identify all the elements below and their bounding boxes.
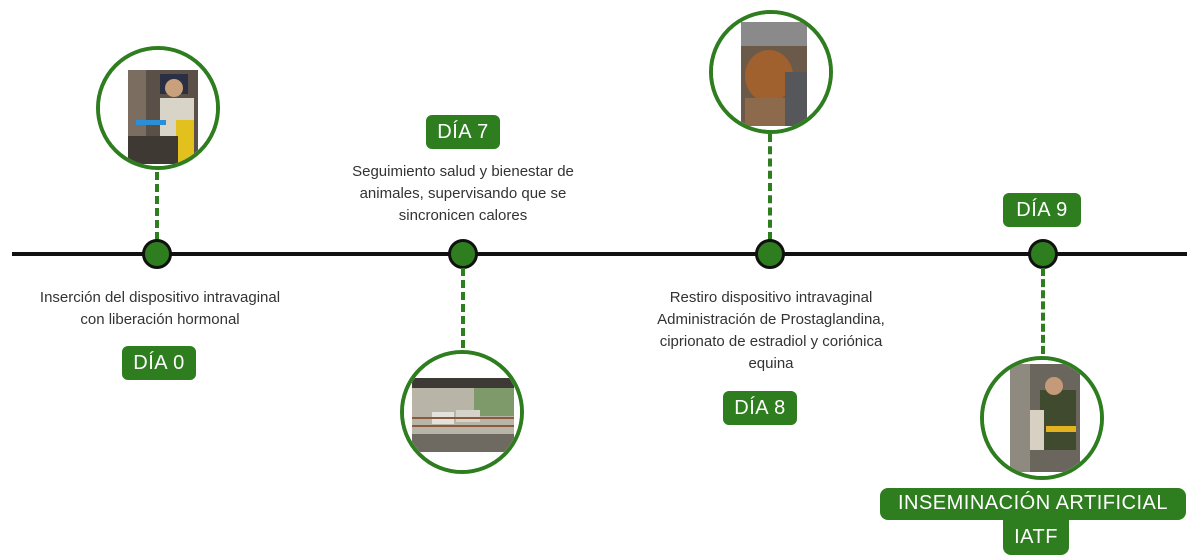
connector-dia-8 — [768, 134, 772, 240]
description-line: con liberación hormonal — [80, 311, 240, 328]
description-dia-8: Restiro dispositivo intravaginal Adminis… — [618, 287, 924, 375]
photo-dia-9 — [980, 356, 1104, 480]
final-label-line-1: INSEMINACIÓN ARTIFICIAL — [897, 492, 1169, 514]
photo-dia-0 — [96, 46, 220, 170]
day-badge-8: DÍA 8 — [723, 391, 797, 425]
day-badge-0: DÍA 0 — [122, 346, 196, 380]
timeline-marker-dia-8 — [755, 239, 785, 269]
description-line: Inserción del dispositivo intravaginal — [39, 289, 281, 306]
description-dia-0: Inserción del dispositivo intravaginal c… — [12, 287, 308, 331]
description-line: Administración de Prostaglandina, — [657, 311, 885, 328]
description-line: animales, supervisando que se — [359, 185, 567, 202]
photo-dia-8 — [709, 10, 833, 134]
connector-dia-0 — [155, 172, 159, 240]
timeline-marker-dia-7 — [448, 239, 478, 269]
description-line: equina — [748, 355, 794, 372]
connector-dia-9 — [1041, 268, 1045, 354]
timeline-marker-dia-9 — [1028, 239, 1058, 269]
timeline-marker-dia-0 — [142, 239, 172, 269]
description-line: sincronicen calores — [398, 207, 528, 224]
description-line: Seguimiento salud y bienestar de — [352, 163, 574, 180]
description-line: ciprionato de estradiol y coriónica — [659, 333, 883, 350]
description-line: Restiro dispositivo intravaginal — [669, 289, 873, 306]
description-dia-7: Seguimiento salud y bienestar de animale… — [318, 161, 608, 227]
day-badge-7: DÍA 7 — [426, 115, 500, 149]
connector-dia-7 — [461, 268, 465, 348]
photo-dia-7 — [400, 350, 524, 474]
final-label-inseminacion: INSEMINACIÓN ARTIFICIAL — [880, 488, 1186, 520]
final-label-line-2: IATF — [1014, 526, 1058, 548]
day-badge-9: DÍA 9 — [1003, 193, 1081, 227]
final-label-iatf: IATF — [1003, 520, 1069, 555]
timeline-axis — [12, 252, 1187, 256]
